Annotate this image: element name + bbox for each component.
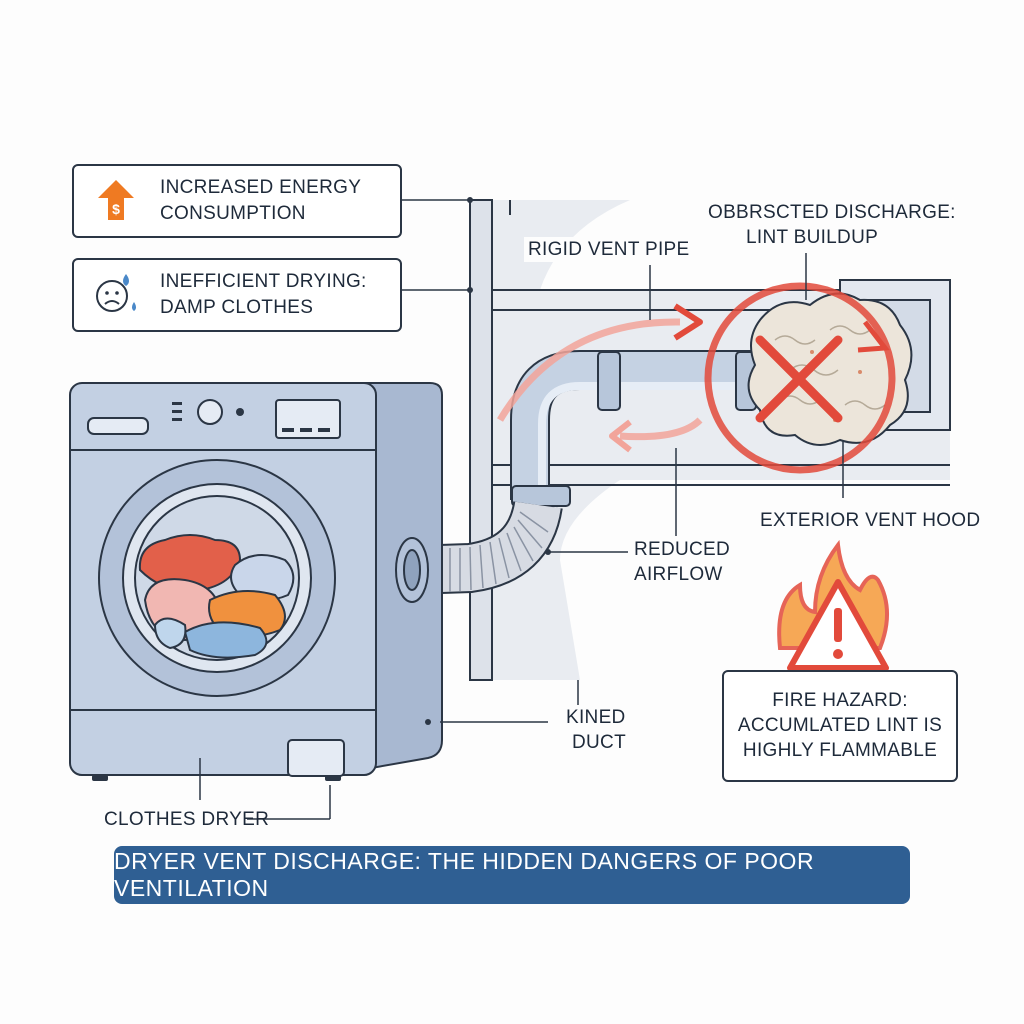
airflow-arrows [496, 303, 703, 453]
energy-label-line2: CONSUMPTION [160, 203, 306, 224]
fire-label-line1: FIRE HAZARD: [772, 690, 908, 711]
rigid-vent-pipe [510, 350, 760, 507]
fire-warning-icon [777, 539, 890, 671]
kinked-duct-line1: KINED [566, 707, 626, 728]
energy-callout: $ INCREASED ENERGY CONSUMPTION [72, 164, 402, 238]
clothes-dryer-label: CLOTHES DRYER [104, 809, 270, 830]
fire-hazard-callout: FIRE HAZARD: ACCUMLATED LINT IS HIGHLY F… [722, 670, 958, 782]
blocked-icon [704, 282, 896, 474]
leader-lines [199, 199, 844, 820]
energy-label-line1: INCREASED ENERGY [160, 177, 362, 198]
fire-label-line2: ACCUMLATED LINT IS [737, 715, 943, 736]
dollar-up-arrow-icon: $ [98, 180, 134, 220]
lint-buildup [747, 292, 913, 446]
kinked-flex-duct [409, 500, 563, 595]
drying-label-line1: INEFFICIENT DRYING: [160, 271, 367, 292]
exterior-hood-label: EXTERIOR VENT HOOD [760, 510, 981, 531]
reduced-airflow-line1: REDUCED [634, 539, 731, 560]
obstructed-label-line1: OBBRSCTED DISCHARGE: [708, 202, 956, 223]
fire-label-line3: HIGHLY FLAMMABLE [742, 740, 938, 761]
obstructed-label-line2: LINT BUILDUP [746, 227, 879, 248]
kinked-duct-line2: DUCT [572, 732, 626, 753]
drying-callout: INEFFICIENT DRYING: DAMP CLOTHES [72, 258, 402, 332]
svg-text:$: $ [112, 201, 120, 217]
reduced-airflow-line2: AIRFLOW [634, 564, 723, 585]
title-banner: DRYER VENT DISCHARGE: THE HIDDEN DANGERS… [114, 846, 910, 904]
sad-face-drop-icon [96, 274, 136, 312]
clothes-dryer [69, 382, 443, 781]
page-title: DRYER VENT DISCHARGE: THE HIDDEN DANGERS… [114, 848, 815, 901]
drying-label-line2: DAMP CLOTHES [160, 297, 314, 318]
rigid-vent-pipe-label: RIGID VENT PIPE [524, 237, 694, 262]
